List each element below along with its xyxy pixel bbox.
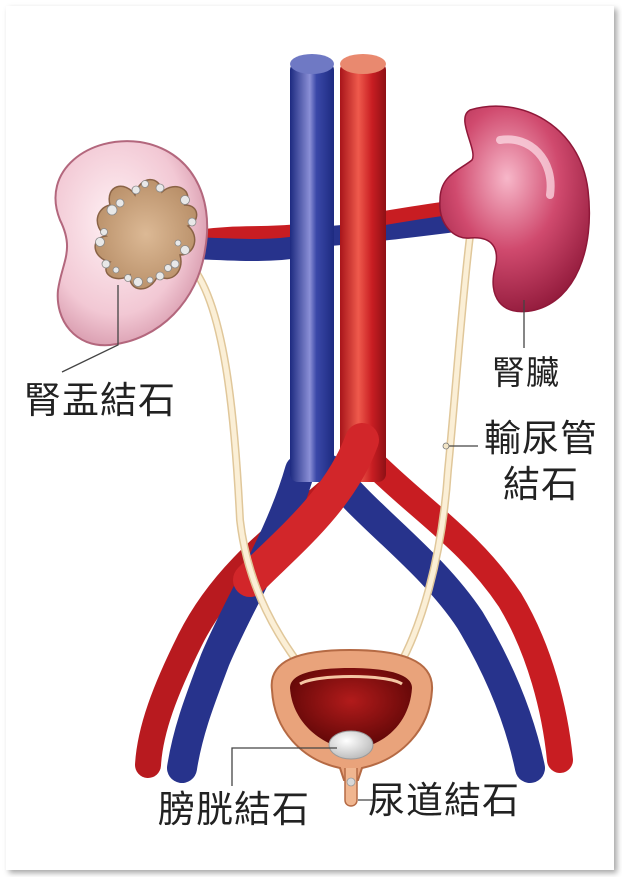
aorta	[340, 62, 386, 482]
label-ureter-stone: 輸尿管 結石	[466, 416, 616, 508]
urethra-stone	[347, 778, 355, 786]
vena-cava-top	[290, 54, 334, 74]
bladder-stone	[329, 731, 373, 759]
ureter-stone	[443, 443, 449, 449]
label-kidney: 腎臟	[492, 352, 560, 394]
vena-cava	[290, 62, 334, 482]
urethra	[345, 768, 357, 806]
aorta-top	[340, 54, 386, 74]
label-ureter-stone-line2: 結石	[466, 462, 616, 508]
label-bladder-stone: 膀胱結石	[158, 787, 310, 833]
label-renal-pelvis-stone: 腎盂結石	[24, 378, 176, 424]
label-urethra-stone: 尿道結石	[368, 778, 520, 824]
left-renal-artery	[195, 232, 300, 238]
label-ureter-stone-line1: 輸尿管	[466, 416, 616, 462]
left-renal-vein	[195, 246, 305, 250]
